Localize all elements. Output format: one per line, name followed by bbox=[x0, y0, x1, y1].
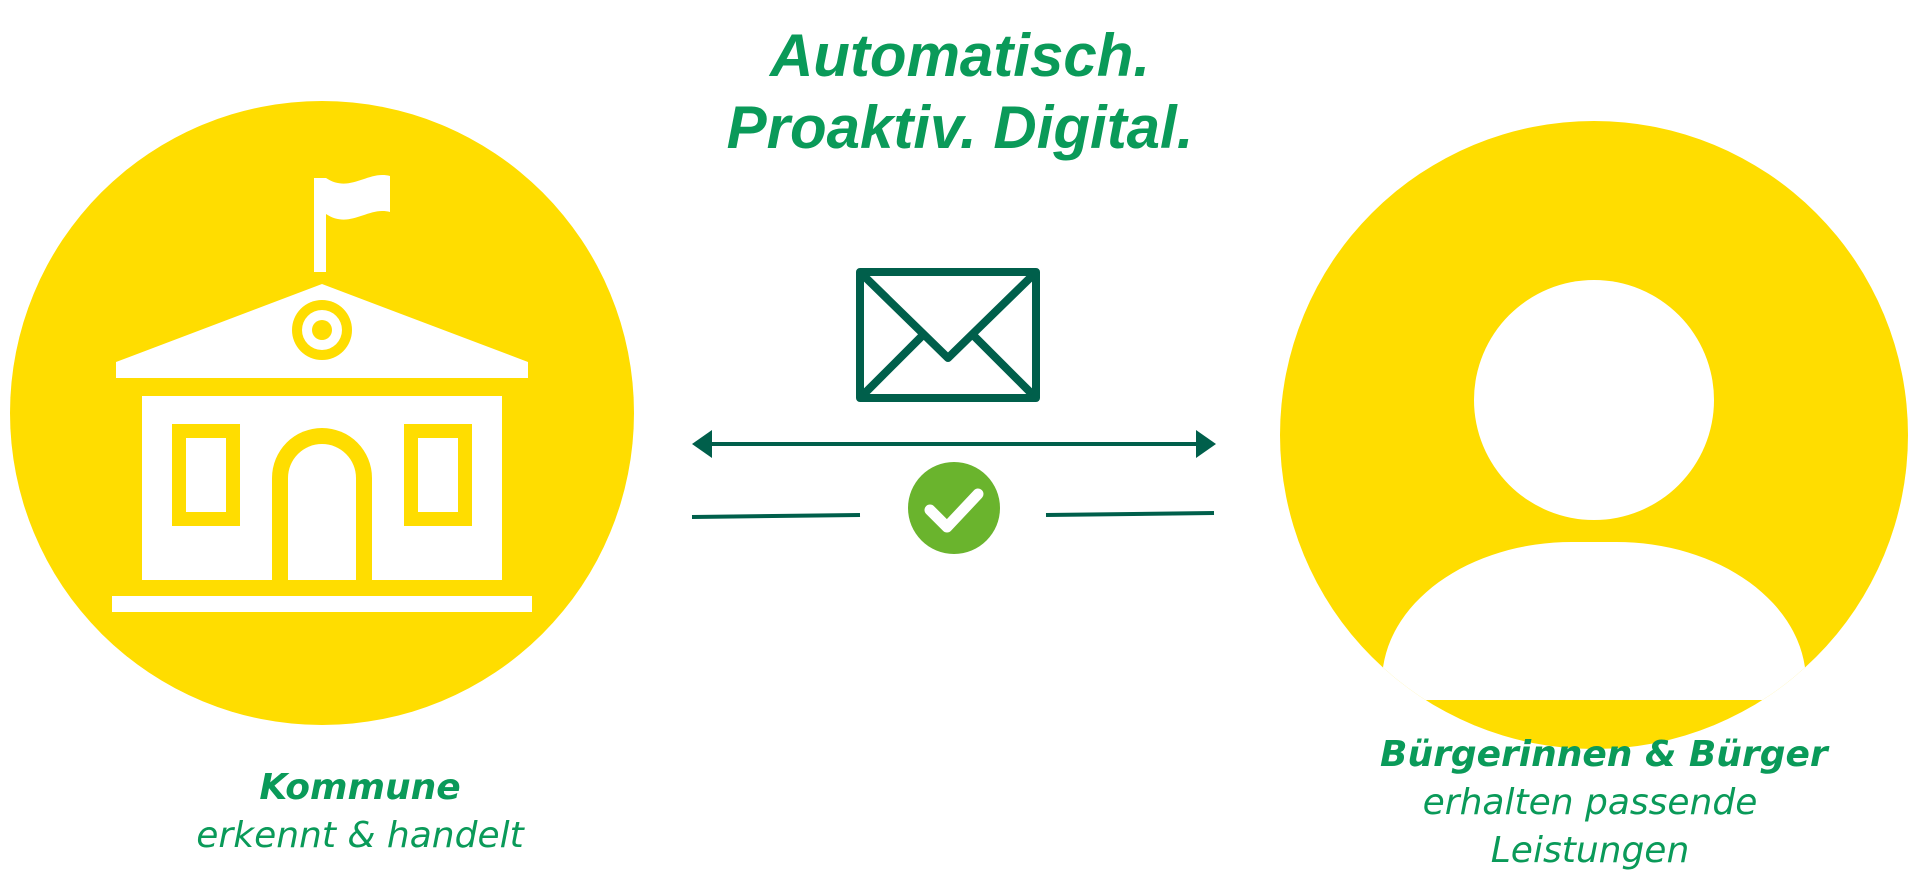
buerger-subtitle-line-1: erhalten passende bbox=[1422, 782, 1758, 823]
connector-line-right bbox=[1045, 511, 1215, 517]
kommune-label: Kommune erkennt & handelt bbox=[160, 764, 560, 860]
buerger-subtitle-line-2: Leistungen bbox=[1490, 830, 1690, 871]
buerger-label: Bürgerinnen & Bürger erhalten passende L… bbox=[1380, 731, 1828, 875]
headline-line-1: Automatisch. bbox=[769, 22, 1151, 89]
connector-line-left bbox=[691, 513, 861, 519]
kommune-subtitle: erkennt & handelt bbox=[196, 815, 524, 856]
person-icon bbox=[1280, 121, 1908, 749]
kommune-title: Kommune bbox=[259, 767, 461, 808]
headline-line-2: Proaktiv. Digital. bbox=[726, 94, 1194, 161]
buerger-title: Bürgerinnen & Bürger bbox=[1380, 734, 1828, 775]
town-hall-icon bbox=[10, 101, 634, 725]
envelope-icon bbox=[856, 268, 1040, 402]
double-arrow-icon bbox=[692, 430, 1216, 458]
check-circle-icon bbox=[908, 462, 1000, 554]
